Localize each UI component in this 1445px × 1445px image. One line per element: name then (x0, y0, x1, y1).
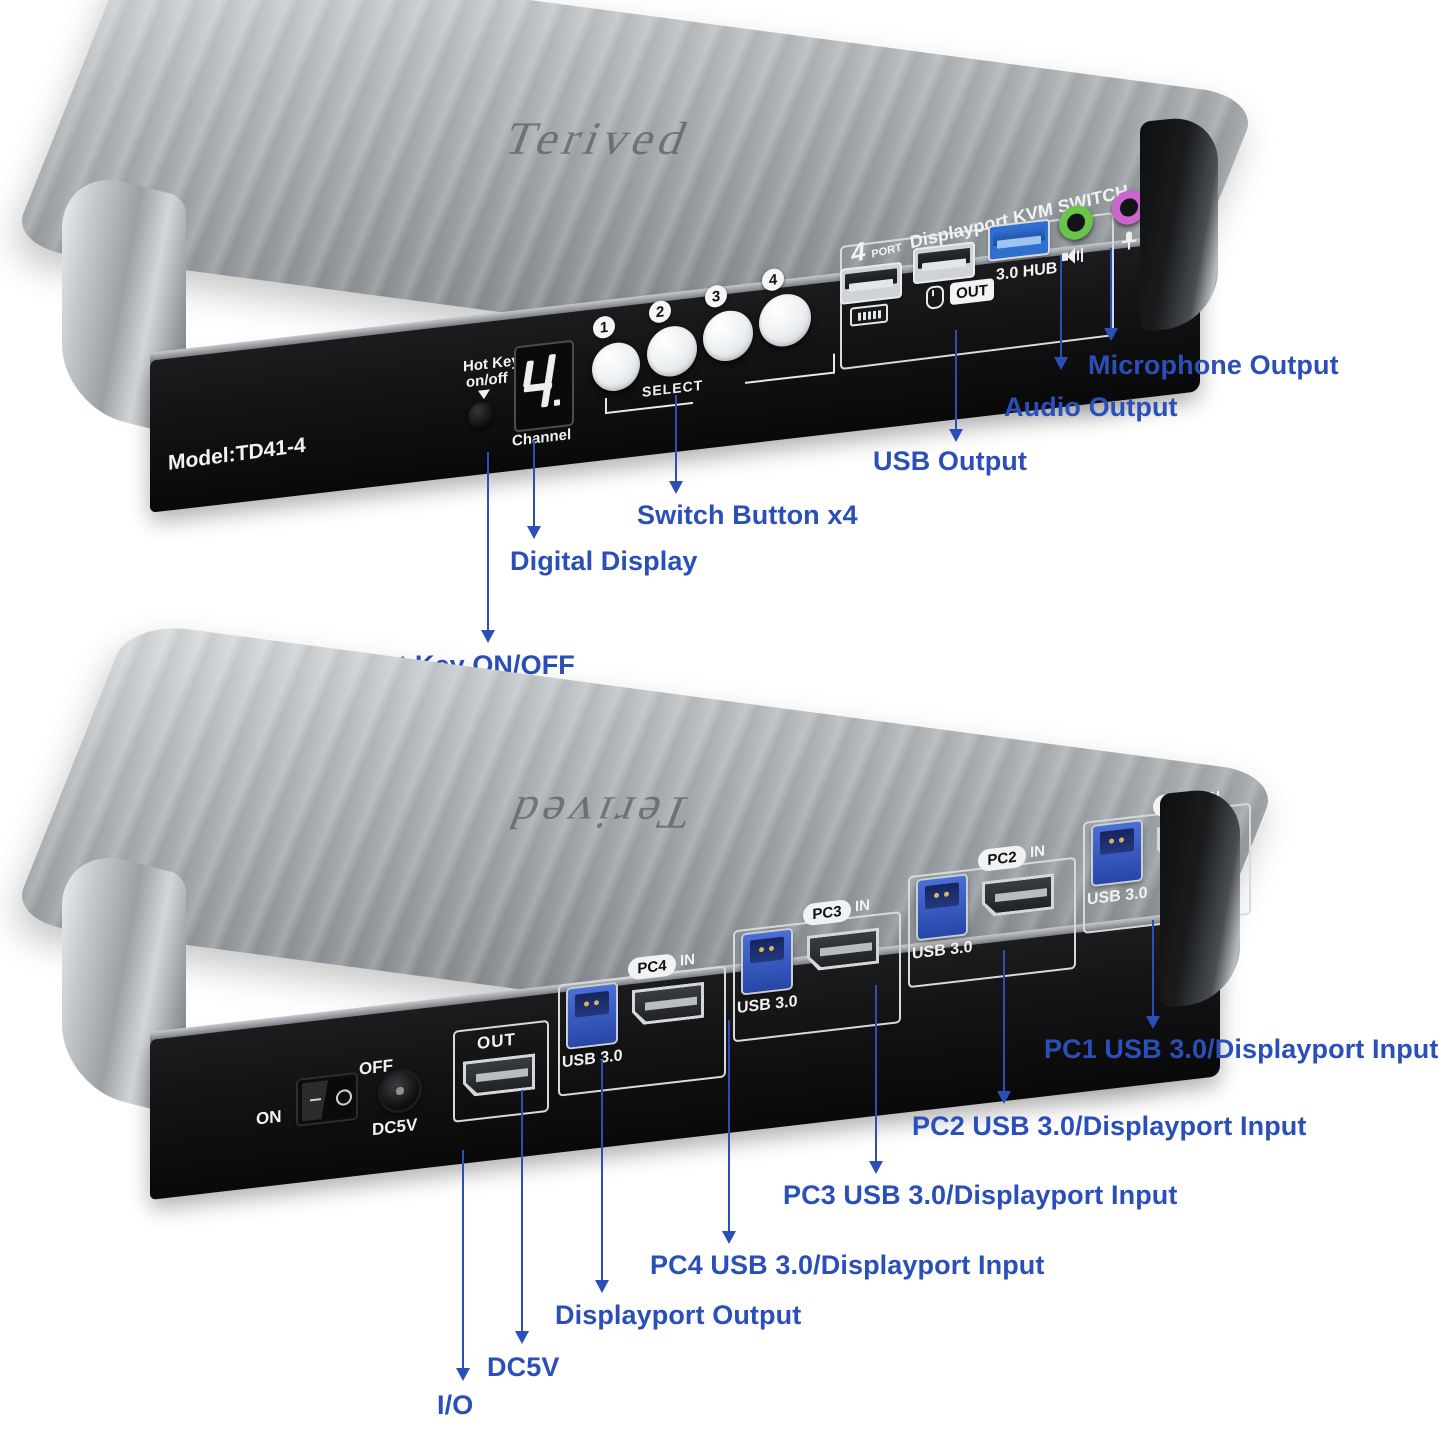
arrow-pc4 (722, 1231, 736, 1244)
hotkey-on-off-button[interactable] (468, 400, 494, 430)
pc3-in-label: IN (855, 896, 870, 916)
annotation-display: Digital Display (510, 546, 698, 576)
annotation-pc4: PC4 USB 3.0/Displayport Input (650, 1250, 1045, 1280)
pc1-usb3-port[interactable] (1093, 821, 1141, 885)
arrow-pc1 (1146, 1016, 1160, 1029)
arrow-pc3 (869, 1161, 883, 1174)
model-label: Model:TD41-4 (167, 433, 306, 475)
leader-io (462, 1150, 464, 1372)
leader-display (533, 440, 535, 530)
annotation-dpout: Displayport Output (555, 1300, 802, 1330)
leader-mic (1110, 248, 1112, 332)
usb-keyboard-port[interactable] (842, 263, 900, 303)
switch-button-4[interactable] (759, 291, 811, 350)
kvm-switch-front-view: Terived Model:TD41-4 Hot Key on/off (0, 0, 1280, 520)
leader-dc5v (521, 1090, 523, 1335)
switch-button-1-number: 1 (593, 314, 615, 340)
annotation-switch: Switch Button x4 (637, 500, 858, 530)
annotation-pc3: PC3 USB 3.0/Displayport Input (783, 1180, 1178, 1210)
dc-label: DC5V (372, 1114, 418, 1140)
arrow-dc5v (515, 1331, 529, 1344)
chassis-right-endcap (1140, 113, 1218, 333)
pc4-in-label: IN (680, 950, 695, 970)
pc3-usb3-port[interactable] (743, 929, 791, 994)
arrow-pc2 (997, 1091, 1011, 1104)
leader-switch (675, 395, 677, 485)
switch-button-4-number: 4 (762, 267, 784, 292)
annotation-usbout: USB Output (873, 446, 1027, 476)
brand-logo-rear: Terived (497, 787, 700, 839)
pc4-usb3-port[interactable] (568, 983, 616, 1048)
arrow-dpout (595, 1280, 609, 1293)
arrow-hotkey (481, 630, 495, 643)
arrow-switch (669, 481, 683, 494)
annotation-audio: Audio Output (1004, 392, 1178, 422)
switch-button-3[interactable] (703, 307, 753, 364)
mouse-icon (926, 284, 944, 310)
annotation-mic: Microphone Output (1088, 350, 1339, 380)
title-port: PORT (870, 241, 903, 261)
leader-audio (1060, 255, 1062, 361)
title-num: 4 (849, 235, 868, 269)
annotation-io: I/O (437, 1390, 474, 1420)
usb-mouse-port[interactable] (915, 243, 973, 283)
leader-pc1 (1152, 920, 1154, 1020)
digital-display-value (514, 340, 570, 428)
usb-3-hub-port[interactable] (990, 220, 1048, 260)
arrow-io (456, 1368, 470, 1381)
annotation-dc5v: DC5V (487, 1352, 560, 1382)
leader-pc4 (728, 1020, 730, 1235)
speaker-icon (1062, 246, 1086, 265)
switch-button-3-number: 3 (705, 283, 727, 309)
power-on-label: ON (256, 1106, 282, 1129)
leader-pc3 (875, 985, 877, 1165)
annotation-pc1: PC1 USB 3.0/Displayport Input (1044, 1034, 1439, 1064)
chassis-right-endcap-rear (1160, 785, 1240, 1009)
pc2-in-label: IN (1030, 842, 1045, 862)
leader-hotkey (487, 452, 489, 634)
arrow-mic (1104, 328, 1118, 341)
microphone-icon (1122, 231, 1136, 253)
switch-button-2-number: 2 (649, 299, 671, 325)
leader-dpout (601, 1060, 603, 1284)
pc2-usb3-port[interactable] (918, 875, 966, 940)
arrow-display (527, 526, 541, 539)
arrow-audio (1054, 357, 1068, 370)
annotation-pc2: PC2 USB 3.0/Displayport Input (912, 1111, 1307, 1141)
leader-pc2 (1003, 950, 1005, 1095)
hotkey-arrow-icon (478, 389, 490, 400)
hotkey-label-line2: on/off (466, 369, 508, 392)
brand-logo-top: Terived (497, 112, 700, 165)
arrow-usbout (949, 429, 963, 442)
leader-usbout (955, 330, 957, 433)
